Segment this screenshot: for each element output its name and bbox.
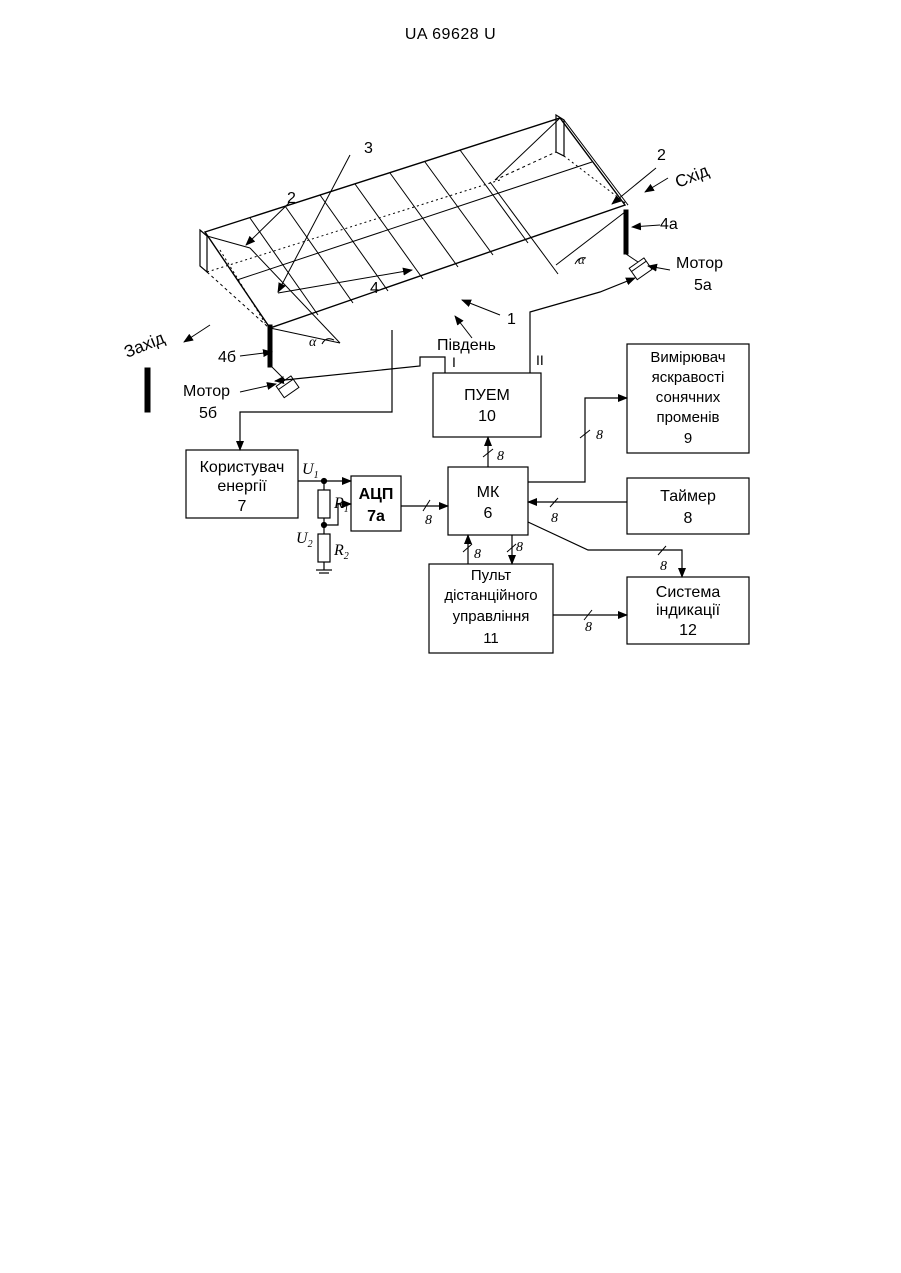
meter-line1: Вимірювач — [650, 349, 725, 366]
mcu-num: 6 — [484, 505, 493, 522]
label-3: 3 — [364, 140, 373, 157]
label-motor-a: Мотор — [676, 255, 723, 272]
consumer-line2: енергії — [217, 478, 267, 495]
label-west: Захід — [121, 328, 167, 361]
bus-width-adc: 8 — [425, 513, 432, 528]
label-r1: R1 — [333, 495, 349, 515]
label-motor-a-num: 5а — [694, 277, 712, 294]
label-roman-2: II — [536, 352, 544, 368]
label-2-right: 2 — [657, 147, 666, 164]
figure-labels: Схід Захід Південь 1 2 2 3 4 4а 4б Мотор… — [121, 140, 723, 422]
remote-line1: Пульт — [471, 567, 511, 584]
block-texts: Користувач енергії 7 АЦП 7а МК 6 ПУЕМ 10… — [200, 349, 726, 647]
label-motor-b-num: 5б — [199, 405, 217, 422]
puem-num: 10 — [478, 408, 496, 425]
mcu-line1: МК — [477, 484, 500, 501]
remote-line2: дістанційного — [444, 587, 537, 604]
meter-line4: променів — [656, 409, 719, 426]
meter-line3: сонячних — [656, 389, 721, 406]
consumer-num: 7 — [238, 498, 247, 515]
meter-num: 9 — [684, 430, 692, 447]
label-1: 1 — [507, 311, 516, 328]
remote-line3: управління — [453, 608, 530, 625]
adc-num: 7а — [367, 508, 385, 525]
remote-num: 11 — [483, 630, 499, 647]
display-line1: Система — [656, 584, 721, 601]
label-south: Південь — [437, 337, 496, 354]
puem-line1: ПУЕМ — [464, 387, 510, 404]
bus-width-meter: 8 — [596, 428, 603, 443]
motor-5a-body — [629, 258, 652, 280]
block-puem — [433, 373, 541, 437]
label-4: 4 — [370, 280, 379, 297]
bus-width-remote-out: 8 — [516, 540, 523, 555]
label-u1: U1 — [302, 461, 319, 481]
meter-line2: яскравості — [652, 369, 725, 386]
label-roman-1: I — [452, 354, 456, 370]
label-r2: R2 — [333, 542, 349, 562]
label-4a: 4а — [660, 216, 678, 233]
bus-width-remote-in: 8 — [474, 547, 481, 562]
display-line2: індикації — [656, 602, 721, 619]
block-mcu — [448, 467, 528, 535]
bus-width-remote-display: 8 — [585, 620, 592, 635]
bus-width-display: 8 — [660, 559, 667, 574]
label-motor-b: Мотор — [183, 383, 230, 400]
label-u2: U2 — [296, 530, 313, 550]
label-alpha-right: α — [578, 252, 586, 267]
solar-bar-icon — [145, 368, 150, 412]
bus-width-timer: 8 — [551, 511, 558, 526]
adc-line1: АЦП — [359, 486, 394, 503]
label-2-left: 2 — [287, 190, 296, 207]
label-alpha-left: α — [309, 335, 317, 350]
timer-line1: Таймер — [660, 488, 716, 505]
display-num: 12 — [679, 622, 697, 639]
timer-num: 8 — [684, 510, 693, 527]
label-4b: 4б — [218, 349, 236, 366]
consumer-line1: Користувач — [200, 459, 285, 476]
label-east: Схід — [672, 161, 711, 192]
bus-width-puem: 8 — [497, 449, 504, 464]
